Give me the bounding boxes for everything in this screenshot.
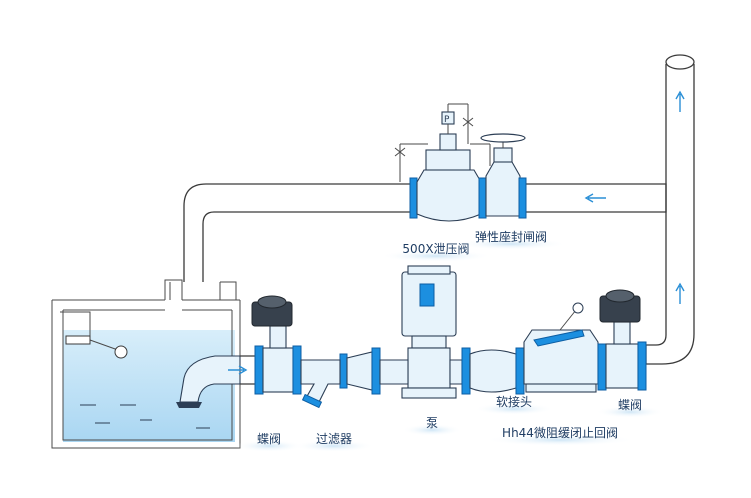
flange	[409, 177, 418, 219]
label-pressure-relief-valve: 500X泄压阀	[402, 242, 469, 256]
needle-valve-icon	[394, 117, 474, 157]
butterfly-valve-body	[605, 343, 639, 389]
component-labels: 500X泄压阀 弹性座封闸阀 软接头 蝶阀 蝶阀 过滤器 泵 Hh44微阻缓闭止…	[257, 229, 642, 446]
suction-pipe	[240, 355, 256, 385]
y-strainer	[300, 347, 381, 409]
vertical-pump	[379, 265, 463, 399]
counterweight-arm	[559, 309, 577, 331]
tank-top	[52, 299, 240, 311]
arrow-icon	[228, 365, 248, 375]
water-tank	[51, 279, 241, 449]
label-resilient-gate-valve: 弹性座封闸阀	[475, 229, 547, 244]
flexible-joint-body	[469, 349, 517, 393]
label-pump: 泵	[426, 416, 438, 430]
flange	[597, 343, 607, 391]
pump-base	[401, 387, 457, 399]
label-shadows	[235, 238, 664, 452]
pipe-network	[183, 54, 695, 385]
label-shadow	[484, 434, 636, 446]
pump-coupling	[411, 335, 447, 349]
label-flexible-joint: 软接头	[496, 394, 532, 409]
label-butterfly-valve-right: 蝶阀	[618, 397, 642, 412]
gate-valve-body	[485, 161, 521, 217]
label-shadow	[402, 424, 462, 436]
tank-riser	[164, 279, 237, 300]
valve-neck	[269, 325, 287, 349]
label-filter: 过滤器	[316, 432, 352, 446]
pump-inlet	[379, 359, 409, 385]
relief-valve-bonnet	[425, 149, 471, 171]
handwheel-icon	[480, 133, 526, 143]
pilot-valve-mark: P	[444, 115, 450, 125]
water-surface	[80, 404, 210, 429]
motor-fan-cover	[407, 265, 451, 275]
label-butterfly-valve-left: 蝶阀	[257, 431, 281, 446]
float-ball	[114, 345, 128, 359]
check-valve-disc	[533, 329, 585, 347]
pump-outlet	[449, 359, 463, 385]
gate-valve-bonnet	[493, 147, 513, 163]
actuator-dome	[257, 295, 287, 309]
flange	[637, 341, 647, 391]
butterfly-valve-body	[262, 347, 294, 393]
label-check-valve: Hh44微阻缓闭止回阀	[502, 426, 618, 440]
flexible-joint	[461, 347, 525, 395]
label-shadow	[474, 403, 554, 415]
butterfly-valve-right	[599, 289, 647, 391]
pump-nameplate	[419, 283, 435, 307]
pressure-relief-valve: P	[394, 103, 491, 222]
valve-neck	[613, 321, 631, 345]
pump-casing	[407, 347, 451, 389]
flange	[515, 347, 525, 395]
relief-valve-cap	[439, 133, 457, 151]
flange	[254, 345, 264, 395]
float-valve	[60, 311, 119, 351]
float-valve-body	[65, 335, 91, 345]
arrow-icon	[675, 282, 685, 304]
return-pipe-left	[183, 183, 415, 282]
flange	[478, 177, 487, 219]
flange	[518, 177, 527, 219]
reducer	[346, 351, 373, 391]
flange	[371, 347, 381, 395]
tank-water	[63, 330, 235, 442]
suction-bell-mouth	[176, 402, 202, 408]
discharge-riser	[645, 64, 695, 365]
label-shadow	[596, 406, 664, 418]
label-shadow	[235, 440, 303, 452]
flange	[292, 345, 302, 395]
counterweight	[572, 302, 584, 314]
label-shadow	[294, 440, 374, 452]
flange	[461, 347, 471, 395]
check-valve	[523, 302, 607, 393]
label-shadow	[380, 250, 492, 262]
suction-bell	[179, 355, 241, 403]
flange	[339, 353, 348, 389]
butterfly-valve-left	[251, 295, 302, 395]
strainer-cap	[301, 393, 323, 409]
check-valve-base	[525, 383, 597, 393]
arrow-icon	[675, 90, 685, 112]
resilient-gate-valve	[480, 133, 527, 219]
pilot-tubing	[399, 103, 491, 182]
label-shadow	[455, 238, 567, 250]
riser-top-opening	[665, 54, 695, 70]
actuator-dome	[605, 289, 635, 303]
arrow-icon	[584, 193, 606, 203]
relief-valve-body	[416, 169, 482, 222]
